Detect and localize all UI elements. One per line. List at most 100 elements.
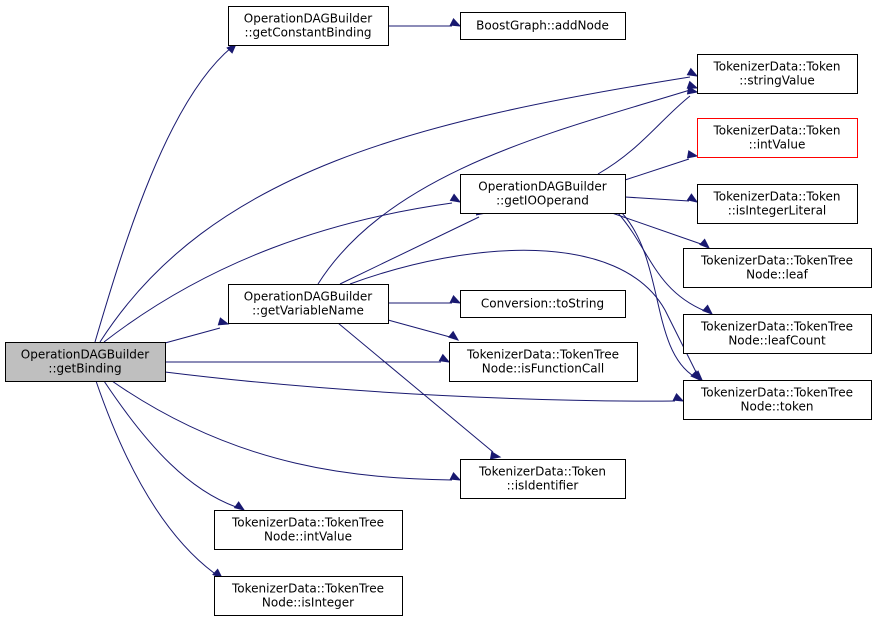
node-box [683,314,872,354]
node-label-line: TokenizerData::TokenTree [700,254,853,268]
edge-getConstBind-addNode [388,17,462,27]
arrowhead [449,17,462,27]
edge-getVarName-toString [388,294,462,304]
node-box [228,284,389,324]
edge-line [103,202,453,343]
edge-getVarName-stringValue [317,80,699,285]
node-isIdentifier[interactable]: TokenizerData::Token::isIdentifier [460,459,626,499]
edge-line [111,380,453,481]
node-label-line: Node::intValue [264,530,352,544]
arrowhead [702,304,714,315]
node-label-line: OperationDAGBuilder [21,348,150,362]
edge-line [624,158,690,181]
node-label-line: TokenizerData::TokenTree [231,516,384,530]
node-getVarName[interactable]: OperationDAGBuilder::getVariableName [228,284,389,324]
node-label-line: Node::isInteger [262,596,354,610]
node-isFuncCall[interactable]: TokenizerData::TokenTreeNode::isFunction… [449,342,638,382]
arrowhead [438,353,451,363]
arrowhead [489,451,502,460]
node-getIOOperand[interactable]: OperationDAGBuilder::getIOOperand [460,174,626,214]
edge-line [387,319,451,338]
node-stringValue[interactable]: TokenizerData::Token::stringValue [697,54,858,94]
node-box [228,6,389,46]
node-label-line: TokenizerData::Token [713,124,841,138]
arrowhead [217,317,230,326]
arrowhead [447,330,460,341]
arrowhead [686,67,699,77]
arrowhead [699,238,711,249]
edge-line [164,327,221,344]
edge-line [339,216,480,285]
node-label-line: OperationDAGBuilder [244,290,373,304]
edge-getVarName-isFuncCall [387,319,460,341]
arrowhead [686,150,699,159]
node-root[interactable]: OperationDAGBuilder::getBinding [5,342,166,382]
edge-root-isFuncCall [165,353,451,363]
arrowhead [686,193,699,203]
edge-line [317,89,691,285]
node-box [460,12,626,40]
node-label-line: TokenizerData::Token [713,60,841,74]
node-label-line: TokenizerData::Token [478,465,606,479]
node-label-line: TokenizerData::TokenTree [700,386,853,400]
node-toString[interactable]: Conversion::toString [460,290,626,318]
node-label-line: TokenizerData::TokenTree [466,348,619,362]
node-label-line: Node::leafCount [728,334,826,348]
edge-line [624,196,690,202]
edge-getVarName-isIdentifier [337,322,502,460]
edge-line [95,380,215,574]
edge-getIOOperand-stringValue [597,86,699,175]
node-box [460,290,626,318]
call-nodes: OperationDAGBuilder::getBindingOperation… [5,6,872,616]
node-label-line: TokenizerData::Token [713,190,841,204]
node-label-line: Node::isFunctionCall [482,362,604,376]
node-label-line: ::stringValue [739,74,815,88]
node-label-line: TokenizerData::TokenTree [700,320,853,334]
edge-line [337,322,494,453]
node-label-line: OperationDAGBuilder [478,180,607,194]
arrowhead [449,471,462,481]
edge-line [164,371,676,402]
edge-line [103,380,237,508]
node-box [697,184,858,224]
node-box [460,459,626,499]
edge-root-token [164,371,685,402]
node-label-line: ::getBinding [48,362,121,376]
node-box [214,576,403,616]
node-addNode[interactable]: BoostGraph::addNode [460,12,626,40]
node-isIntLiteral[interactable]: TokenizerData::Token::isIntegerLiteral [697,184,858,224]
arrowhead [672,392,685,402]
node-label-line: Conversion::toString [481,297,604,311]
node-box [214,510,403,550]
edge-line [597,95,691,175]
node-box [697,54,858,94]
node-getConstBind[interactable]: OperationDAGBuilder::getConstantBinding [228,6,389,46]
edge-root-getConstBind [94,43,237,343]
edge-getVarName-getIOOperand [339,207,488,285]
edge-line [621,212,696,378]
node-label-line: ::getConstantBinding [244,26,371,40]
node-label-line: TokenizerData::TokenTree [231,582,384,596]
node-box [683,248,872,288]
edge-root-getVarName [164,317,230,344]
node-box [697,118,858,158]
node-label-line: ::getIOOperand [496,194,589,208]
edge-line [617,212,706,312]
node-label-line: ::getVariableName [252,304,364,318]
call-edges [94,17,714,579]
edge-getIOOperand-tokIntValue [624,150,699,181]
node-box [449,342,638,382]
node-label-line: OperationDAGBuilder [244,12,373,26]
edge-root-isIdentifier [111,380,462,481]
node-tokIntValue[interactable]: TokenizerData::Token::intValue [697,118,858,158]
node-label-line: Node::token [741,400,814,414]
node-label-line: ::isIdentifier [507,479,579,493]
edge-root-stringValue [99,67,699,343]
node-label-line: Node::leaf [746,268,808,282]
